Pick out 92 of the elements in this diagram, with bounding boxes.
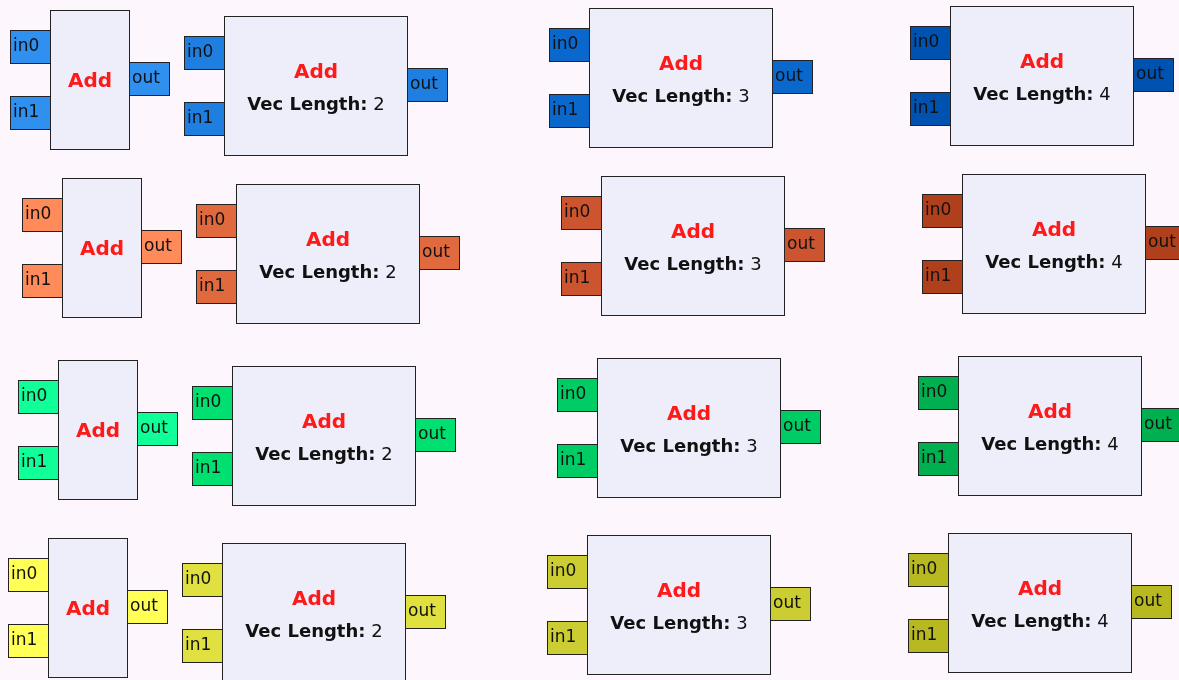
block-box (62, 178, 142, 318)
parameter-text: Vec Length: 4 (981, 432, 1119, 454)
block-title: Add (301, 408, 347, 433)
block-title: Add (666, 400, 712, 425)
output-port: out (129, 62, 170, 96)
block-title: Add (79, 236, 125, 260)
input-port: in0 (182, 563, 223, 597)
output-port: out (784, 228, 825, 262)
output-port: out (1133, 58, 1174, 92)
input-port: in1 (184, 102, 225, 136)
output-port: out (141, 230, 182, 264)
output-port: out (419, 236, 460, 270)
block-title: Add (1027, 398, 1073, 423)
input-port: in0 (918, 376, 959, 410)
block-box (948, 533, 1132, 673)
input-port: in0 (22, 198, 63, 232)
input-port: in1 (196, 270, 237, 304)
output-port: out (780, 410, 821, 444)
input-port: in1 (918, 442, 959, 476)
parameter-text: Vec Length: 4 (985, 250, 1123, 272)
parameter-text: Vec Length: 3 (620, 434, 758, 456)
block-title: Add (75, 418, 121, 442)
block-title: Add (65, 596, 111, 620)
input-port: in1 (922, 260, 963, 294)
block-box (950, 6, 1134, 146)
input-port: in1 (10, 96, 51, 130)
block-title: Add (670, 218, 716, 243)
input-port: in0 (18, 380, 59, 414)
block-title: Add (1017, 575, 1063, 600)
output-port: out (772, 60, 813, 94)
output-port: out (770, 587, 811, 621)
output-port: out (137, 412, 178, 446)
input-port: in1 (910, 92, 951, 126)
parameter-text: Vec Length: 3 (624, 252, 762, 274)
input-port: in0 (557, 378, 598, 412)
output-port: out (1145, 226, 1179, 260)
block-title: Add (1031, 216, 1077, 241)
input-port: in0 (192, 386, 233, 420)
input-port: in0 (547, 555, 588, 589)
block-box (224, 16, 408, 156)
parameter-text: Vec Length: 2 (255, 442, 393, 464)
input-port: in1 (547, 621, 588, 655)
block-box (601, 176, 785, 316)
input-port: in1 (18, 446, 59, 480)
block-box (236, 184, 420, 324)
input-port: in0 (10, 30, 51, 64)
parameter-text: Vec Length: 3 (610, 611, 748, 633)
block-box (597, 358, 781, 498)
input-port: in1 (908, 619, 949, 653)
input-port: in0 (908, 553, 949, 587)
output-port: out (405, 595, 446, 629)
input-port: in0 (561, 196, 602, 230)
input-port: in1 (182, 629, 223, 663)
input-port: in1 (549, 94, 590, 128)
block-box (58, 360, 138, 500)
block-box (50, 10, 130, 150)
parameter-text: Vec Length: 4 (971, 609, 1109, 631)
input-port: in1 (22, 264, 63, 298)
output-port: out (127, 590, 168, 624)
output-port: out (415, 418, 456, 452)
block-title: Add (291, 585, 337, 610)
block-box (962, 174, 1146, 314)
input-port: in0 (184, 36, 225, 70)
parameter-text: Vec Length: 4 (973, 82, 1111, 104)
input-port: in0 (8, 558, 49, 592)
block-title: Add (305, 226, 351, 251)
input-port: in0 (910, 26, 951, 60)
block-title: Add (293, 58, 339, 83)
output-port: out (407, 68, 448, 102)
input-port: in0 (922, 194, 963, 228)
parameter-text: Vec Length: 2 (247, 92, 385, 114)
block-box (222, 543, 406, 680)
parameter-text: Vec Length: 3 (612, 84, 750, 106)
input-port: in0 (549, 28, 590, 62)
block-box (48, 538, 128, 678)
input-port: in1 (557, 444, 598, 478)
input-port: in1 (8, 624, 49, 658)
input-port: in1 (561, 262, 602, 296)
input-port: in0 (196, 204, 237, 238)
block-box (587, 535, 771, 675)
block-box (589, 8, 773, 148)
output-port: out (1131, 585, 1172, 619)
block-title: Add (1019, 48, 1065, 73)
block-title: Add (658, 50, 704, 75)
input-port: in1 (192, 452, 233, 486)
parameter-text: Vec Length: 2 (245, 619, 383, 641)
parameter-text: Vec Length: 2 (259, 260, 397, 282)
block-box (232, 366, 416, 506)
block-box (958, 356, 1142, 496)
output-port: out (1141, 408, 1179, 442)
block-title: Add (67, 68, 113, 92)
block-title: Add (656, 577, 702, 602)
